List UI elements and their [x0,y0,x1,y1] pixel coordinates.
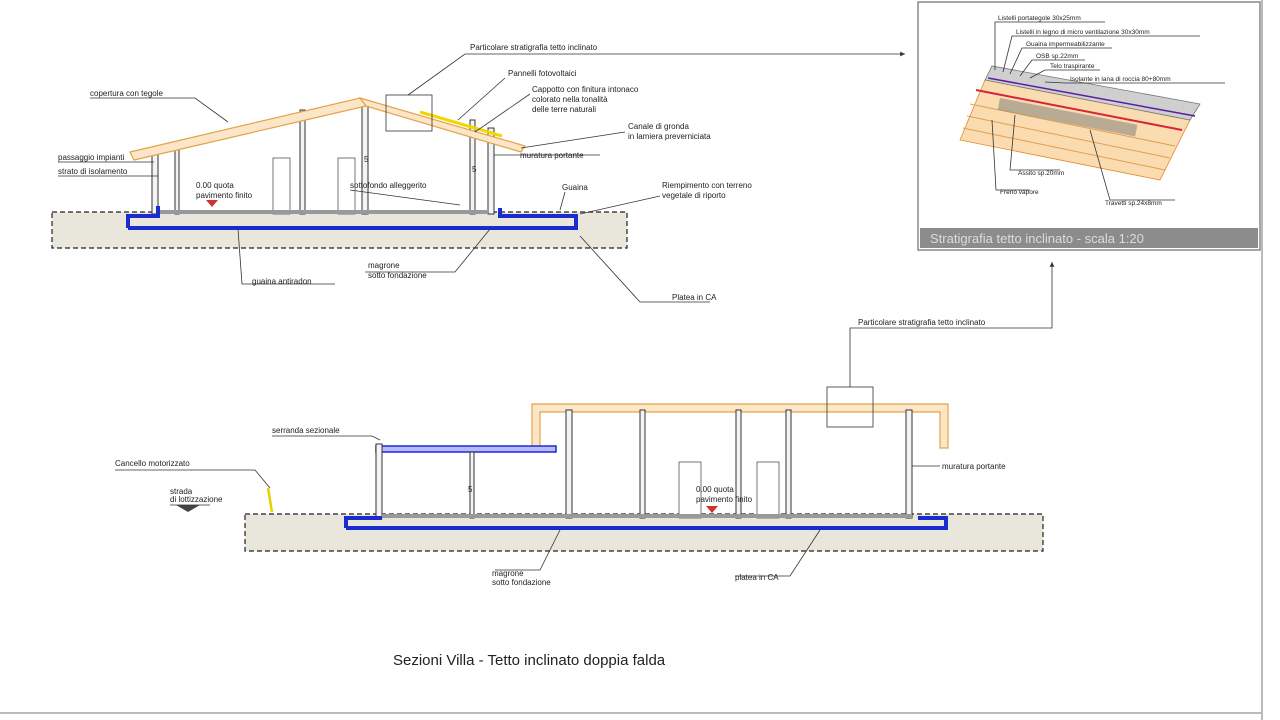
wall [565,409,573,519]
level-marker [706,506,718,513]
label-copertura: copertura con tegole [90,89,163,98]
label-riempimento-1: Riempimento con terreno [662,181,752,190]
door [756,461,780,519]
label-antiradon: guaina antiradon [252,277,312,286]
label-strato: strato di isolamento [58,167,128,176]
label-canale-1: Canale di gronda [628,122,689,131]
garage-roof [375,445,557,453]
label-guaina: Guaina [562,183,588,192]
wall [299,109,306,215]
flat-roof [531,403,949,449]
roof-left [129,97,368,161]
detail-marker [385,94,433,132]
layer-0: Listelli portategole 30x25mm [998,15,1081,22]
foundation-membrane [128,208,578,230]
label-canale-2: in lamiera preverniciata [628,132,711,141]
drawing-title: Sezioni Villa - Tetto inclinato doppia f… [393,652,666,669]
label-sottofondo: sottofondo alleggerito [350,181,427,190]
height-mark: 5 [468,485,473,494]
label-magrone-2-bottom: sotto fondazione [492,578,551,587]
roof-right [358,96,526,153]
layer-4: Telo traspirante [1050,63,1095,70]
label-detail-ref-top: Particolare stratigrafia tetto inclinato [470,43,598,52]
label-serranda: serranda sezionale [272,426,340,435]
wall [487,127,495,215]
foundation-membrane [344,516,382,528]
foundation-membrane [346,516,948,530]
label-platea-bottom: platea in CA [735,573,779,582]
section-bottom: 5 Particolare stratigrafia tetto inclina… [115,262,1055,587]
motorized-gate [266,487,274,513]
label-pannelli: Pannelli fotovoltaici [508,69,577,78]
label-quota-2-bottom: pavimento finito [696,495,753,504]
label-strada-1: strada [170,487,193,496]
solar-panel [419,110,503,138]
wall [905,409,913,519]
door [272,157,291,215]
label-muratura-top: muratura portante [520,151,584,160]
layer-1: Listelli in legno di micro ventilazione … [1016,29,1150,36]
label-quota-2-top: pavimento finito [196,191,253,200]
layer-3: OSB sp.22mm [1036,53,1078,60]
floor-slab [382,514,912,518]
label-magrone-1-bottom: magrone [492,569,524,578]
wall [174,147,180,215]
layer-8: Travetti sp.24x8mm [1105,200,1162,207]
layer-6: Assito sp.20mm [1018,170,1064,177]
layer-2: Guaina impermeabilizzante [1026,41,1105,48]
floor-slab [158,210,488,214]
height-mark: 5 [364,155,369,164]
wall [375,443,383,519]
label-cancello: Cancello motorizzato [115,459,190,468]
label-platea-top: Platea in CA [672,293,717,302]
wall [785,409,792,519]
detail-box: Stratigrafia tetto inclinato - scala 1:2… [917,1,1261,251]
label-magrone-1-top: magrone [368,261,400,270]
label-strada-2: di lottizzazione [170,495,223,504]
label-detail-ref-bottom: Particolare stratigrafia tetto inclinato [858,318,986,327]
wall [151,149,159,215]
detail-caption: Stratigrafia tetto inclinato - scala 1:2… [930,231,1144,246]
level-marker [206,200,218,207]
layer-leaders [991,21,1225,201]
label-quota-1-top: 0.00 quota [196,181,234,190]
layer-7: Freno vapore [1000,189,1039,196]
label-passaggio: passaggio impianti [58,153,124,162]
label-cappotto-3: delle terre naturali [532,105,596,114]
detail-caption-bar [920,228,1258,248]
ground-fill [244,513,1044,552]
level-marker [176,505,200,512]
label-cappotto-2: colorato nella tonalità [532,95,608,104]
label-magrone-2-top: sotto fondazione [368,271,427,280]
label-cappotto-1: Cappotto con finitura intonaco [532,85,639,94]
height-mark: 5 [472,165,477,174]
roof-layers [959,65,1201,181]
layer-5: Isolante in lana di roccia 80+80mm [1070,76,1171,83]
foundation-membrane [126,206,160,228]
wall [639,409,646,519]
label-riempimento-2: vegetale di riporto [662,191,726,200]
section-top: 5 5 Particolare stratigrafia tetto incli… [51,43,905,303]
label-muratura-bottom: muratura portante [942,462,1006,471]
label-quota-1-bottom: 0.00 quota [696,485,734,494]
